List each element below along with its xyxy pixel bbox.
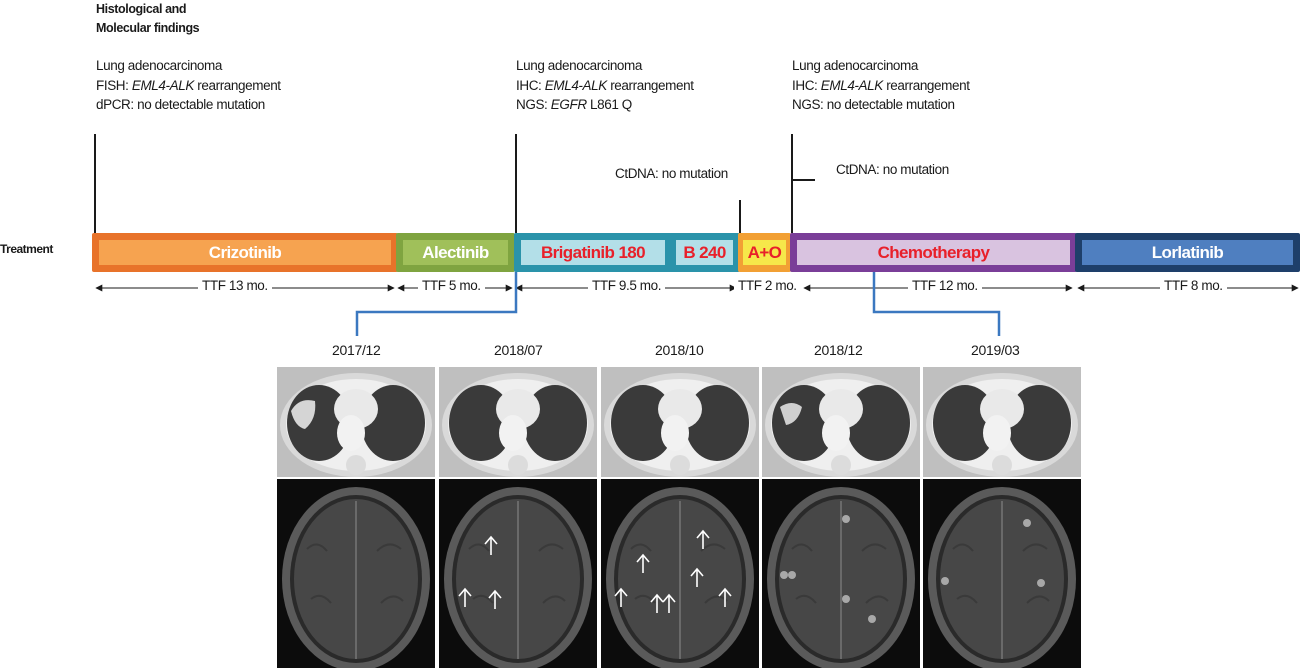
marker-tick-ctdna-2 [791,179,815,181]
lesion-arrow-icon [488,589,502,609]
marker-line-biopsy-2 [515,134,517,233]
lesion-spot [941,577,949,585]
scan-date-5: 2019/03 [971,342,1020,358]
treatment-label-brigatinib-240: B 240 [676,240,733,265]
connector-2019-03 [872,272,1001,336]
finding-3-test-3: NGS: no detectable mutation [792,97,955,112]
treatment-segment-alectinib: Alectinib [396,233,515,272]
finding-3-test-2: IHC: EML4-ALK rearrangement [792,77,970,93]
ct-scan-5 [923,367,1081,477]
ctdna-label-1: CtDNA: no mutation [615,166,728,181]
lesion-spot [842,515,850,523]
lesion-arrow-icon [614,587,628,607]
ttf-label-crizotinib: TTF 13 mo. [198,278,272,293]
lesion-arrow-icon [458,587,472,607]
scan-date-4: 2018/12 [814,342,863,358]
marker-line-biopsy-3 [791,134,793,233]
mri-scan-2 [439,479,597,668]
lesion-arrow-icon [662,593,676,613]
finding-2-histology: Lung adenocarcinoma [516,58,642,73]
mri-scan-5 [923,479,1081,668]
marker-line-diagnosis [94,134,96,233]
ttf-label-alectinib: TTF 5 mo. [418,278,485,293]
scan-connectors [355,272,1001,336]
finding-block-1: Lung adenocarcinoma FISH: EML4-ALK rearr… [96,56,281,115]
finding-block-2: Lung adenocarcinoma IHC: EML4-ALK rearra… [516,56,694,115]
lesion-spot [780,571,788,579]
treatment-segment-chemotherapy: Chemotherapy [790,233,1077,272]
lesion-arrow-icon [718,587,732,607]
lesion-spot [1023,519,1031,527]
findings-heading-line2: Molecular findings [96,21,200,35]
ct-scan-1 [277,367,435,477]
scan-date-1: 2017/12 [332,342,381,358]
finding-1-test-2: FISH: EML4-ALK rearrangement [96,77,281,93]
connector-2017-12 [355,272,518,336]
lesion-arrow-icon [636,553,650,573]
treatment-label-chemotherapy: Chemotherapy [797,240,1070,265]
lesion-spot [842,595,850,603]
lesion-arrow-icon [484,535,498,555]
ctdna-label-2: CtDNA: no mutation [836,162,949,177]
ttf-label-brigatinib: TTF 9.5 mo. [588,278,666,293]
treatment-label-lorlatinib: Lorlatinib [1082,240,1293,265]
scan-date-2: 2018/07 [494,342,543,358]
mri-scan-4 [762,479,920,668]
finding-2-test-3: NGS: EGFR L861 Q [516,97,632,112]
treatment-label-crizotinib: Crizotinib [99,240,391,265]
ttf-label-lorlatinib: TTF 8 mo. [1160,278,1227,293]
treatment-label-alectinib: Alectinib [403,240,508,265]
findings-heading: Histological and Molecular findings [96,0,200,38]
treatment-segment-brigatinib-180: Brigatinib 180 [514,233,672,272]
finding-2-test-2: IHC: EML4-ALK rearrangement [516,77,694,93]
finding-1-histology: Lung adenocarcinoma [96,58,222,73]
ttf-label-chemotherapy: TTF 12 mo. [908,278,982,293]
treatment-segment-crizotinib: Crizotinib [92,233,398,272]
findings-heading-line1: Histological and [96,2,187,16]
lesion-spot [788,571,796,579]
finding-1-test-3: dPCR: no detectable mutation [96,97,265,112]
lesion-spot [1037,579,1045,587]
treatment-segment-lorlatinib: Lorlatinib [1075,233,1300,272]
marker-line-ctdna-1 [739,200,741,233]
ttf-label-a-plus-o: TTF 2 mo. [734,278,801,293]
treatment-segment-brigatinib-240: B 240 [669,233,740,272]
lesion-arrow-icon [696,529,710,549]
mri-scan-1 [277,479,435,668]
lesion-arrow-icon [690,567,704,587]
treatment-label-brigatinib-180: Brigatinib 180 [521,240,665,265]
lesion-spot [868,615,876,623]
finding-3-histology: Lung adenocarcinoma [792,58,918,73]
lesion-arrow-icon [650,593,664,613]
finding-block-3: Lung adenocarcinoma IHC: EML4-ALK rearra… [792,56,970,115]
scan-date-3: 2018/10 [655,342,704,358]
treatment-label-a-plus-o: A+O [743,240,786,265]
treatment-row-label: Treatment [0,242,53,256]
ct-scan-4 [762,367,920,477]
ct-scan-3 [601,367,759,477]
treatment-segment-a-plus-o: A+O [738,233,791,272]
ct-scan-2 [439,367,597,477]
mri-scan-3 [601,479,759,668]
